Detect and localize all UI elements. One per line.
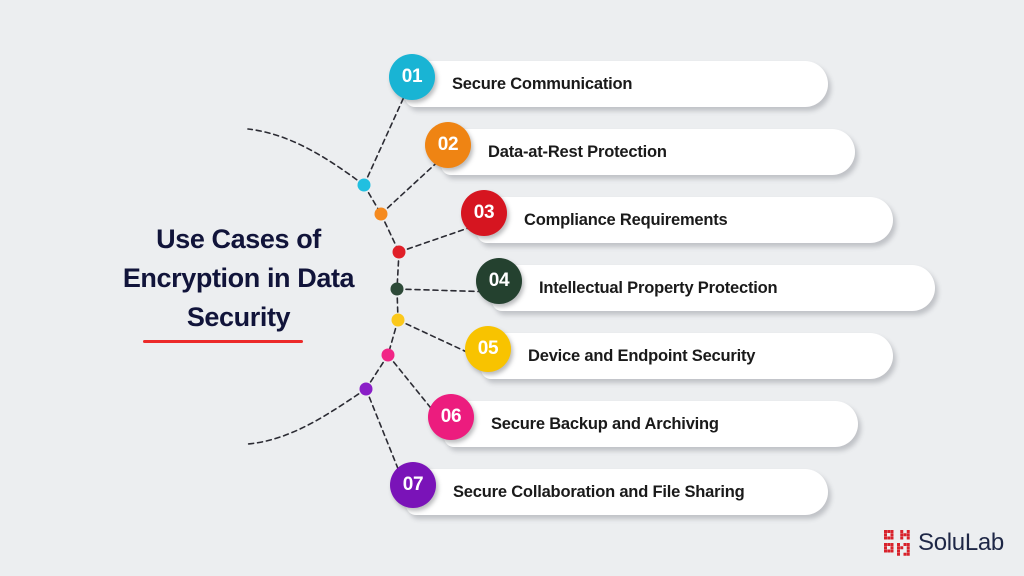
- page-title: Use Cases of Encryption in Data Security: [96, 220, 381, 337]
- connector-node-03: [392, 245, 406, 259]
- connector-tail-lower: [247, 388, 367, 445]
- item-number-badge[interactable]: 02: [425, 122, 471, 168]
- connector-branch-2: [380, 155, 445, 215]
- item-number-badge[interactable]: 06: [428, 394, 474, 440]
- connector-node-07: [359, 382, 373, 396]
- list-item[interactable]: 02 Data-at-Rest Protection: [425, 122, 855, 175]
- list-item[interactable]: 01 Secure Communication: [389, 54, 828, 107]
- item-label: Compliance Requirements: [524, 211, 728, 229]
- list-item[interactable]: 05 Device and Endpoint Security: [465, 326, 893, 379]
- item-label: Secure Communication: [452, 75, 633, 93]
- list-item[interactable]: 07 Secure Collaboration and File Sharing: [390, 462, 828, 515]
- item-label: Data-at-Rest Protection: [488, 143, 667, 161]
- item-pill[interactable]: [477, 197, 893, 243]
- connector-spine-6: [365, 354, 389, 390]
- page-title-line-1: Use Cases of: [156, 224, 321, 254]
- item-pill[interactable]: [441, 129, 855, 175]
- connector-node-02: [374, 207, 388, 221]
- item-label: Device and Endpoint Security: [528, 347, 756, 365]
- connector-spine-1: [363, 184, 382, 215]
- connector-node-05: [391, 313, 405, 327]
- item-number-badge[interactable]: 01: [389, 54, 435, 100]
- item-number-badge[interactable]: 04: [476, 258, 522, 304]
- connector-spine-4: [396, 288, 399, 321]
- item-pill[interactable]: [444, 401, 858, 447]
- connector-node-06: [381, 348, 395, 362]
- connector-branch-1: [363, 87, 409, 186]
- connector-node-04: [390, 282, 404, 296]
- item-number-badge[interactable]: 05: [465, 326, 511, 372]
- item-label: Secure Collaboration and File Sharing: [453, 483, 745, 501]
- item-pill[interactable]: [481, 333, 893, 379]
- item-pill[interactable]: [492, 265, 935, 311]
- connector-spine-3: [396, 251, 400, 290]
- list-item[interactable]: 06 Secure Backup and Archiving: [428, 394, 858, 447]
- solulab-logo-text: SoluLab: [918, 529, 1004, 556]
- connector-spine-2: [380, 213, 400, 253]
- page-title-line-2: Encryption in Data: [122, 263, 355, 293]
- solulab-qr-mark: [884, 530, 910, 556]
- connector-tail-upper: [247, 128, 365, 186]
- page-title-line-3: Security: [186, 302, 291, 332]
- item-label: Secure Backup and Archiving: [491, 415, 719, 433]
- connector-spine-5: [387, 319, 399, 356]
- title-underline: [143, 340, 303, 343]
- item-number-badge[interactable]: 07: [390, 462, 436, 508]
- list-item[interactable]: 03 Compliance Requirements: [461, 190, 893, 243]
- item-pill[interactable]: [406, 469, 828, 515]
- item-pill[interactable]: [405, 61, 828, 107]
- list-item[interactable]: 04 Intellectual Property Protection: [476, 258, 935, 311]
- solulab-logo: SoluLab: [884, 530, 1004, 556]
- item-number-badge[interactable]: 03: [461, 190, 507, 236]
- connector-node-01: [357, 178, 371, 192]
- item-label: Intellectual Property Protection: [539, 279, 778, 297]
